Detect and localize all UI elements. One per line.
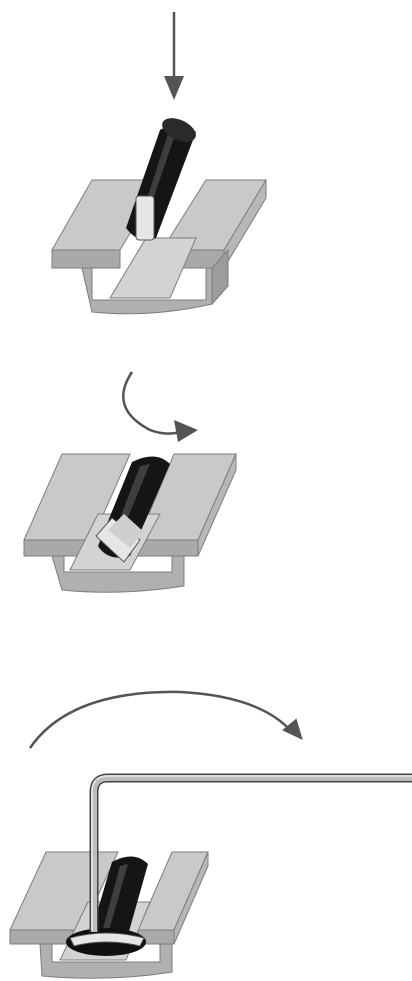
down-arrow bbox=[164, 12, 184, 100]
step-3-tighten bbox=[0, 680, 412, 981]
rotate-arrow bbox=[30, 692, 306, 748]
step-1-insert bbox=[0, 0, 412, 330]
rotate-arrow bbox=[123, 372, 198, 442]
step-2-rotate bbox=[0, 350, 412, 610]
